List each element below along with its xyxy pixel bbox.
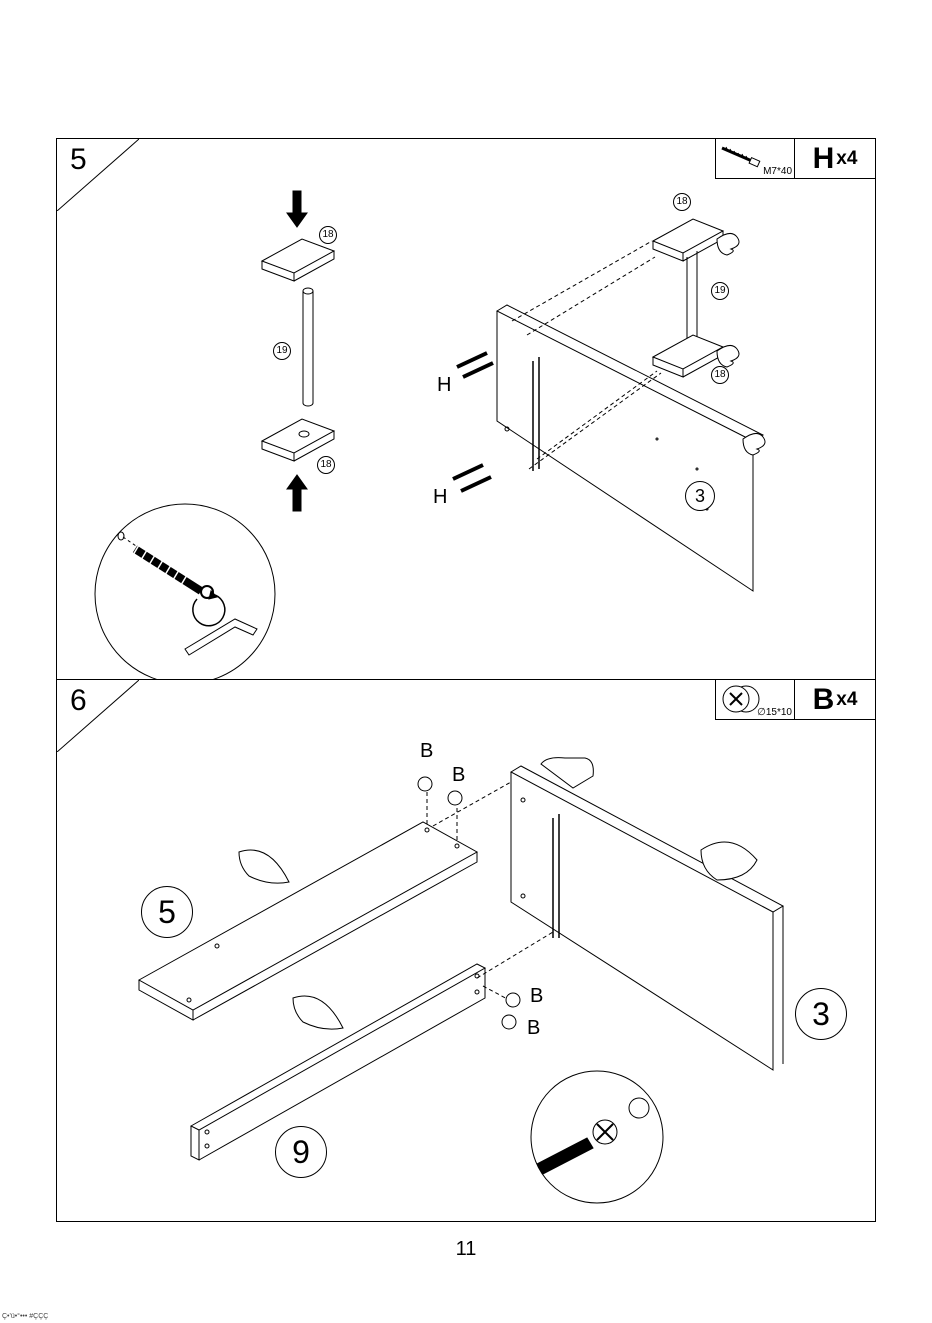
screw-detail-circle [95, 504, 275, 681]
step-5-panel: 5 M7*40 H x4 [56, 138, 876, 680]
part-number-badge: 18 [673, 193, 691, 211]
part-number-badge: 3 [685, 481, 715, 511]
cam-label: B [420, 740, 433, 763]
screw-label: H [437, 374, 451, 397]
down-arrow-icon [287, 191, 307, 227]
part-number-badge: 5 [141, 886, 193, 938]
rail-drawing [191, 964, 485, 1160]
screw-group-upper [457, 353, 493, 377]
part-number-badge: 18 [317, 456, 335, 474]
bottom-plate-drawing [262, 419, 334, 461]
part-number-badge: 19 [711, 282, 729, 300]
part-number-badge: 9 [275, 1126, 327, 1178]
page-number: 11 [0, 1238, 932, 1261]
part-number-badge: 19 [273, 342, 291, 360]
cam-detail-circle [531, 1071, 663, 1203]
cam-label: B [527, 1017, 540, 1040]
cam-label: B [530, 985, 543, 1008]
screw-group-lower [453, 465, 491, 491]
screw-label: H [433, 486, 447, 509]
part-number-badge: 18 [711, 366, 729, 384]
up-arrow-icon [287, 475, 307, 511]
step-6-illustration [57, 680, 877, 1223]
footer-text: Ç•'ü•°••• #ÇÇÇ [2, 1313, 48, 1320]
side-panel-drawing [511, 758, 783, 1070]
rod-drawing [303, 288, 313, 406]
cam-label: B [452, 764, 465, 787]
step-6-panel: 6 ∅15*10 B x4 [56, 679, 876, 1222]
part-number-badge: 18 [319, 226, 337, 244]
stand-assembly-drawing [653, 219, 723, 377]
top-plate-drawing [262, 239, 334, 281]
step-5-illustration [57, 139, 877, 681]
part-number-badge: 3 [795, 988, 847, 1040]
alignment-lines [427, 778, 553, 1002]
